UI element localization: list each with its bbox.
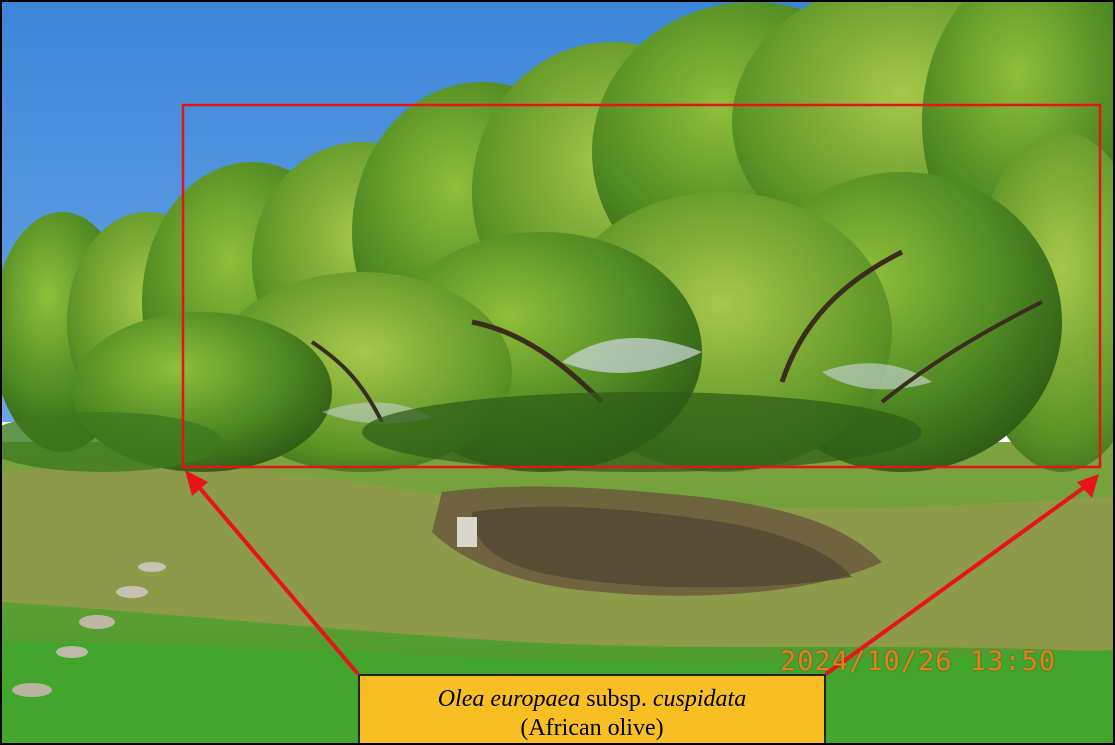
olive-tree-canopy [2,2,1113,472]
infraspecific-name: cuspidata [652,686,747,712]
highlight-box [181,103,1102,469]
common-name: (African olive) [520,715,664,741]
highlight-annotation [181,103,1102,676]
arrowhead-left [185,470,208,496]
rank-label: subsp. [586,686,647,712]
arrowhead-right [1077,474,1099,498]
scientific-name: Olea europaea subsp. cuspidata [360,685,824,714]
pointer-arrow-right [824,484,1088,676]
species-name: Olea europaea [437,686,581,712]
lawn-and-bank [2,442,1113,743]
species-caption: Olea europaea subsp. cuspidata (African … [358,674,826,743]
pointer-arrow-left [196,484,360,676]
photo-timestamp: 2024/10/26 13:50 [780,646,1057,677]
